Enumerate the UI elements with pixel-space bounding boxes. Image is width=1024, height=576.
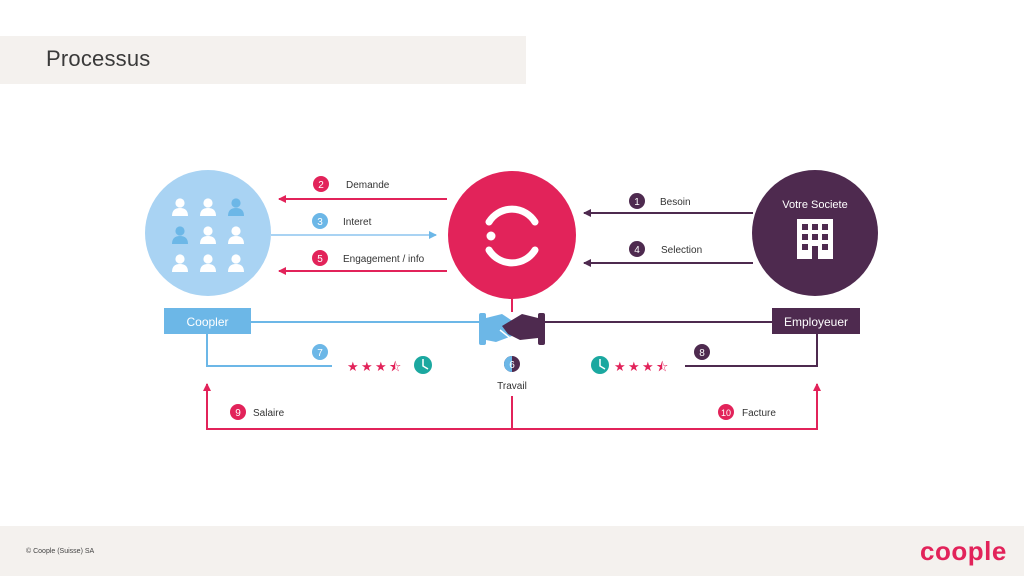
- clock-icon: [414, 356, 432, 374]
- half-star-icon: ⯪: [656, 359, 668, 374]
- footer-copyright: © Coople (Suisse) SA: [26, 548, 95, 555]
- star-icon: ★: [347, 359, 359, 374]
- step-5-number: 5: [317, 254, 323, 265]
- coopler-rating-line: [206, 334, 332, 367]
- step-9-label: Salaire: [253, 408, 285, 419]
- step-2-label: Demande: [346, 180, 390, 191]
- footer-logo: coople: [920, 536, 1007, 566]
- footer-band: [0, 526, 1024, 576]
- page-title: Processus: [46, 46, 151, 71]
- coople-hub-icon: [448, 171, 576, 299]
- title-band: [0, 36, 526, 84]
- step-4-label: Selection: [661, 245, 702, 256]
- company-label: Votre Societe: [782, 199, 847, 211]
- step-6: 6 Travail: [497, 356, 527, 392]
- step-1-number: 1: [634, 197, 640, 208]
- star-icon: ★: [375, 359, 387, 374]
- step-2: 2 Demande: [313, 176, 390, 192]
- employeur-rating-line: [685, 334, 818, 367]
- employeur-star-rating: ★ ★ ★ ⯪: [614, 359, 668, 374]
- step-10: 10 Facture: [718, 404, 776, 420]
- star-icon: ★: [614, 359, 626, 374]
- coopler-group-icon: [145, 170, 271, 296]
- arrow-facture: [512, 383, 821, 430]
- step-6-label: Travail: [497, 381, 527, 392]
- employeur-label-box: Employeuer: [772, 308, 860, 334]
- step-3: 3 Interet: [312, 213, 372, 229]
- step-10-number: 10: [721, 408, 731, 418]
- step-10-label: Facture: [742, 408, 776, 419]
- handshake-icon: [479, 313, 545, 345]
- star-icon: ★: [361, 359, 373, 374]
- arrow-salaire: [203, 383, 512, 430]
- step-3-label: Interet: [343, 217, 372, 228]
- step-1-label: Besoin: [660, 197, 691, 208]
- step-2-number: 2: [318, 180, 324, 191]
- star-icon: ★: [642, 359, 654, 374]
- step-6-number: 6: [509, 360, 515, 371]
- step-9: 9 Salaire: [230, 404, 285, 420]
- clock-icon: [591, 356, 609, 374]
- step-7-number: 7: [317, 348, 323, 359]
- coopler-label-box: Coopler: [164, 308, 251, 334]
- company-circle: Votre Societe: [752, 170, 878, 296]
- step-1: 1 Besoin: [629, 193, 691, 209]
- step-8-number: 8: [699, 348, 705, 359]
- step-4: 4 Selection: [629, 241, 702, 257]
- step-8: 8: [694, 344, 710, 360]
- step-3-number: 3: [317, 217, 323, 228]
- employeur-label: Employeuer: [784, 315, 848, 329]
- coopler-star-rating: ★ ★ ★ ⯪: [347, 359, 401, 374]
- step-4-number: 4: [634, 245, 640, 256]
- step-5-label: Engagement / info: [343, 254, 425, 265]
- step-7: 7: [312, 344, 328, 360]
- coopler-label: Coopler: [186, 315, 228, 329]
- step-5: 5 Engagement / info: [312, 250, 425, 266]
- half-star-icon: ⯪: [389, 359, 401, 374]
- building-icon: [797, 219, 833, 259]
- step-9-number: 9: [235, 408, 241, 419]
- star-icon: ★: [628, 359, 640, 374]
